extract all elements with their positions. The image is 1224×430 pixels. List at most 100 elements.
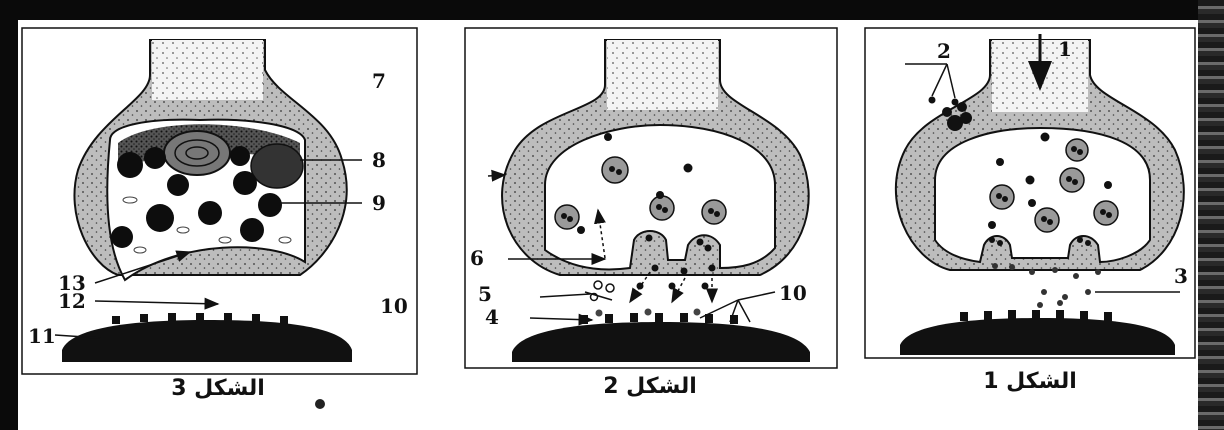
- fig1-receptor: [1056, 310, 1064, 319]
- fig2-receptor: [605, 314, 613, 323]
- fig2-enzyme: [585, 281, 614, 301]
- fig3-caption: الشكل 3: [171, 376, 265, 401]
- fig1-cleft-molecule: [1052, 267, 1058, 273]
- fig3-label-11: 11: [28, 324, 56, 348]
- fig3-receptor: [168, 313, 176, 321]
- fig3-vesicle: [111, 226, 133, 248]
- fig2-enzyme-line: [585, 292, 612, 300]
- fig1-receptor: [960, 312, 968, 321]
- fig2-label-6: 6: [470, 246, 484, 270]
- fig1-docked-nt: [989, 237, 995, 243]
- fig1-nt-dot: [1066, 176, 1072, 182]
- fig3-receptor: [224, 313, 232, 321]
- fig3-axon-neck: [152, 40, 263, 100]
- fig1-free-nt: [1041, 133, 1050, 142]
- fig3-vesicle: [198, 201, 222, 225]
- fig3-receptor: [112, 316, 120, 324]
- fig2-vesicle: [702, 200, 726, 224]
- fig2-side-arrow: [488, 175, 505, 176]
- fig1-vesicle: [1094, 201, 1118, 225]
- fig1-free-nt: [1028, 199, 1036, 207]
- fig2-free-nt: [684, 164, 693, 173]
- fig2-label-10: 10: [779, 281, 807, 305]
- fig3-ink-spot: [315, 399, 325, 409]
- fig1-docked-nt: [997, 240, 1003, 246]
- figure-2: 6 5 4 10 الشكل 2: [465, 28, 837, 399]
- fig2-leader-5: [540, 294, 590, 297]
- fig3-label-10: 10: [380, 294, 408, 318]
- fig2-cleft-molecule: [709, 265, 716, 272]
- fig1-free-nt: [1104, 181, 1112, 189]
- fig2-label-5: 5: [478, 282, 492, 306]
- fig3-vesicle: [117, 152, 143, 178]
- fig1-calcium-ion: [929, 97, 936, 104]
- fig3-mitochondrion: [164, 131, 230, 175]
- fig2-nt-dot: [714, 211, 720, 217]
- fig1-caption: الشكل 1: [983, 369, 1077, 394]
- fig2-docked-nt: [697, 239, 704, 246]
- fig1-free-nt: [996, 158, 1004, 166]
- fig2-cleft-molecule: [702, 283, 709, 290]
- fig1-vesicle: [990, 185, 1014, 209]
- fig1-nt-dot: [1077, 149, 1083, 155]
- fig1-cleft-molecule: [1062, 294, 1068, 300]
- fig3-label-7: 7: [372, 69, 386, 93]
- fig1-nt-dot: [1106, 212, 1112, 218]
- fig2-postsynaptic-membrane: [512, 322, 810, 362]
- fig2-receptor: [680, 313, 688, 322]
- fig1-vesicle: [1066, 139, 1088, 161]
- fig1-label-3: 3: [1174, 264, 1188, 288]
- fig3-receptor: [252, 314, 260, 322]
- fig1-docked-nt: [1085, 240, 1091, 246]
- fig2-cleft-molecule: [681, 268, 688, 275]
- fig1-label-2: 2: [937, 39, 951, 63]
- fig3-leader-12: [95, 301, 218, 304]
- figure-3: 7 8 9 10 11 12 13 الشكل 3: [22, 28, 417, 409]
- fig1-leader-2a: [932, 64, 947, 96]
- fig1-cleft-molecule: [1037, 302, 1043, 308]
- fig3-vesicle: [167, 174, 189, 196]
- fig2-enzyme-blob: [594, 281, 602, 289]
- fig3-vesicle: [230, 146, 250, 166]
- fig1-nt-dot: [996, 193, 1002, 199]
- fig2-vesicle: [555, 205, 579, 229]
- fig1-terminal-cavity: [935, 128, 1150, 262]
- fig1-docked-nt: [1077, 237, 1083, 243]
- fig2-receptor: [655, 313, 663, 322]
- fig2-label-4: 4: [485, 305, 499, 329]
- fig3-vesicle: [258, 193, 282, 217]
- fig2-docked-nt: [646, 235, 653, 242]
- fig1-cleft-molecule: [1095, 269, 1101, 275]
- fig1-nt-dot: [1047, 219, 1053, 225]
- fig2-bound-molecule: [645, 309, 652, 316]
- fig1-cleft-molecule: [1009, 264, 1015, 270]
- fig1-calcium-ion: [952, 99, 959, 106]
- fig1-calcium-ion: [942, 107, 952, 117]
- fig1-vesicle: [1035, 208, 1059, 232]
- fig2-leader-10d: [738, 300, 750, 322]
- fig2-cleft-molecule: [652, 265, 659, 272]
- fig2-nt-dot: [708, 208, 714, 214]
- fig1-free-nt: [988, 221, 996, 229]
- fig2-cleft-molecule: [669, 283, 676, 290]
- fig1-nt-dot: [1071, 146, 1077, 152]
- fig1-receptor: [1104, 312, 1112, 321]
- fig2-nt-dot: [561, 213, 567, 219]
- fig3-receptor: [280, 316, 288, 324]
- fig3-vesicle: [146, 204, 174, 232]
- fig2-bound-molecule: [694, 309, 701, 316]
- fig1-nt-dot: [1041, 216, 1047, 222]
- fig1-cleft-molecule: [1057, 300, 1063, 306]
- fig3-vesicle: [240, 218, 264, 242]
- fig3-postsynaptic-membrane: [62, 320, 352, 362]
- fig2-enzyme-blob: [606, 284, 614, 292]
- fig3-receptor: [140, 314, 148, 322]
- fig1-free-nt: [1026, 176, 1035, 185]
- fig2-leader-10: [738, 292, 775, 300]
- fig1-cleft-molecule: [1041, 289, 1047, 295]
- fig1-cleft-molecule: [1029, 269, 1035, 275]
- fig2-diffusion-arrow: [672, 278, 685, 302]
- fig1-receptor: [1080, 311, 1088, 320]
- fig3-label-13: 13: [58, 271, 86, 295]
